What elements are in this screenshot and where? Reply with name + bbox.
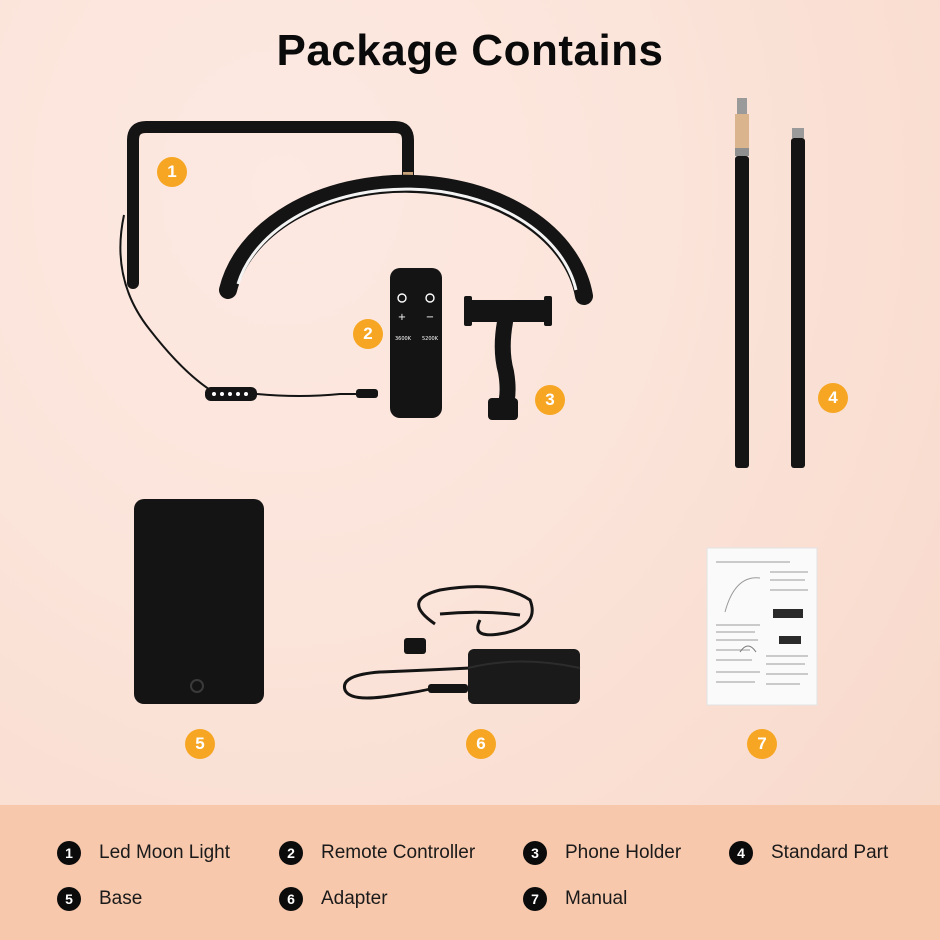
legend-label: Standard Part — [771, 842, 889, 863]
legend-label: Manual — [565, 888, 628, 909]
legend-band: 1 Led Moon Light 2 Remote Controller 3 P… — [0, 805, 940, 940]
svg-text:−: − — [426, 312, 434, 323]
legend-number: 6 — [279, 887, 303, 911]
legend-label: Remote Controller — [321, 842, 476, 863]
pole-icon — [735, 98, 805, 468]
phone-holder-icon — [464, 296, 552, 420]
power-adapter-icon — [342, 585, 581, 704]
base-plate-icon — [134, 499, 264, 704]
page-title: Package Contains — [276, 26, 664, 75]
remote-right-label: 5200K — [422, 336, 439, 342]
legend-label: Phone Holder — [565, 842, 682, 863]
item-badge-1: 1 — [157, 157, 187, 187]
item-badge-7: 7 — [747, 729, 777, 759]
item-badge-2: 2 — [353, 319, 383, 349]
legend-number: 3 — [523, 841, 547, 865]
item-badge-4: 4 — [818, 383, 848, 413]
item-badge-5: 5 — [185, 729, 215, 759]
legend-item-base: 5 Base — [57, 887, 142, 911]
legend-item-adapter: 6 Adapter — [279, 887, 388, 911]
manual-icon — [706, 547, 818, 706]
legend-item-remote-controller: 2 Remote Controller — [279, 841, 475, 865]
svg-text:+: + — [398, 312, 406, 323]
legend-item-phone-holder: 3 Phone Holder — [523, 841, 681, 865]
legend-label: Led Moon Light — [99, 842, 230, 863]
legend-number: 5 — [57, 887, 81, 911]
legend-number: 2 — [279, 841, 303, 865]
item-badge-3: 3 — [535, 385, 565, 415]
moon-light-icon — [119, 121, 593, 401]
legend-label: Base — [99, 888, 143, 909]
legend-item-manual: 7 Manual — [523, 887, 627, 911]
legend-number: 7 — [523, 887, 547, 911]
remote-left-label: 3600K — [395, 336, 412, 342]
remote-controller-icon: + − 3600K 5200K — [390, 268, 442, 418]
legend-number: 1 — [57, 841, 81, 865]
legend-item-standard-part: 4 Standard Part — [729, 841, 888, 865]
item-badge-6: 6 — [466, 729, 496, 759]
legend-item-led-moon-light: 1 Led Moon Light — [57, 841, 230, 865]
legend-label: Adapter — [321, 888, 388, 909]
legend-number: 4 — [729, 841, 753, 865]
